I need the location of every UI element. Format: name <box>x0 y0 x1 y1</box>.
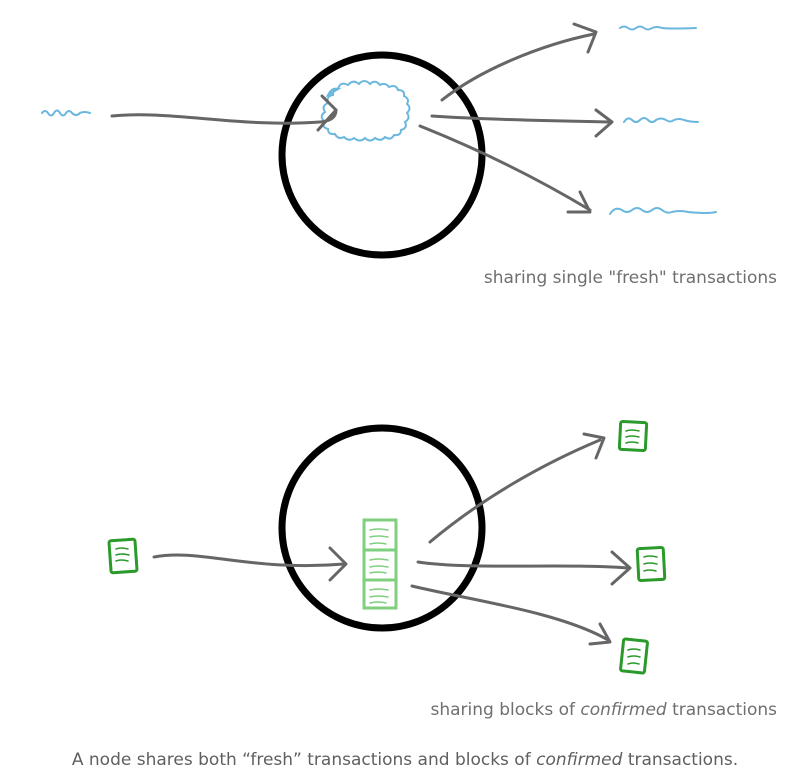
outgoing-arrow-upper <box>440 32 596 102</box>
block-arrowhead-upper <box>582 432 606 460</box>
incoming-block-arrowhead <box>328 546 348 582</box>
node-circle <box>278 51 486 259</box>
outgoing-transaction-squiggle-lower <box>609 207 717 215</box>
confirmed-blocks-label-emph: confirmed <box>580 700 667 720</box>
fresh-transactions-label: sharing single "fresh" transactions <box>484 268 777 288</box>
incoming-transaction-squiggle <box>41 109 91 117</box>
caption-after: transactions. <box>622 750 739 770</box>
outgoing-arrowhead-upper <box>572 22 598 54</box>
stacked-block-top <box>362 518 398 552</box>
outgoing-transaction-squiggle-upper <box>619 25 697 31</box>
incoming-block <box>107 537 139 575</box>
fresh-transactions-panel: sharing single "fresh" transactions <box>41 22 777 288</box>
outgoing-arrowhead-middle <box>594 108 614 138</box>
block-arrow-middle <box>416 560 630 570</box>
outgoing-block-middle <box>635 545 667 583</box>
block-arrow-lower <box>410 584 610 642</box>
outgoing-arrowhead-lower <box>566 190 592 214</box>
incoming-transaction-arrowhead <box>316 94 338 132</box>
block-arrow-upper <box>428 438 602 544</box>
figure-caption: A node shares both “fresh” transactions … <box>0 750 810 770</box>
confirmed-blocks-panel: sharing blocks of confirmed transactions <box>107 419 778 720</box>
block-arrowhead-middle <box>610 550 632 586</box>
confirmed-blocks-label-after: transactions <box>667 700 777 720</box>
block-arrowhead-lower <box>588 622 612 646</box>
outgoing-arrow-middle <box>430 114 612 124</box>
block-stack <box>362 518 398 610</box>
confirmed-blocks-label-before: sharing blocks of <box>431 700 581 720</box>
node-circle-bottom <box>278 424 486 632</box>
caption-emph: confirmed <box>536 750 623 770</box>
incoming-transaction-arrow <box>110 108 338 125</box>
incoming-block-arrow <box>152 553 346 568</box>
outgoing-transaction-squiggle-middle <box>623 117 699 123</box>
caption-before: A node shares both “fresh” transactions … <box>71 750 537 770</box>
outgoing-block-upper <box>617 419 649 453</box>
confirmed-blocks-label: sharing blocks of confirmed transactions <box>431 700 778 720</box>
stacked-block-bottom <box>362 578 398 610</box>
outgoing-block-lower <box>619 637 649 675</box>
stacked-block-middle <box>362 548 398 582</box>
outgoing-arrow-lower <box>418 124 592 212</box>
